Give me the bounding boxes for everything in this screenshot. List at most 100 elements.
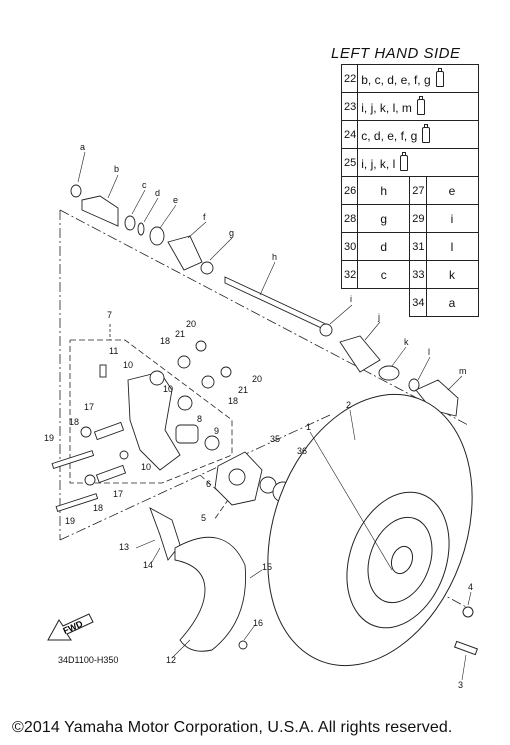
callout-l: l [428,347,430,357]
sequence-cell: b, c, d, e, f, g [357,64,479,93]
row-number: 28 [340,204,359,233]
blank-cell [342,289,358,317]
ring-c [124,215,136,231]
valve-3 [453,640,479,656]
row-number: 29 [409,204,427,233]
callout-18b: 18 [93,503,103,513]
brake-disc-12 [174,536,247,652]
callout-19a: 19 [44,433,54,443]
row-number: 22 [340,64,359,93]
row-number: 23 [340,92,359,121]
callout-17a: 17 [84,402,94,412]
callout-13: 13 [119,542,129,552]
bolt-19b [55,493,99,512]
fwd-label: FWD [61,618,84,636]
callout-a: a [80,142,85,152]
callout-h: h [272,252,277,262]
callout-35: 35 [270,434,280,444]
row-number: 34 [409,288,427,317]
grease-tube-icon [416,95,425,115]
value-cell: d [357,232,411,261]
ring-l [408,378,420,392]
value-cell: e [425,176,479,205]
row-number: 25 [340,148,359,177]
callout-6: 6 [206,479,211,489]
callout-11: 11 [109,346,118,356]
callout-18d: 18 [228,396,238,406]
callout-17b: 17 [113,489,123,499]
collar-17b [95,464,127,484]
blank-cell [358,289,410,317]
callout-10c: 10 [141,462,151,472]
callout-c: c [142,180,147,190]
value-cell: c [357,260,411,289]
callout-10b: 10 [163,384,173,394]
circlip-9 [204,435,220,451]
callout-20b: 20 [252,374,262,384]
grease-tube-icon [435,67,444,87]
copyright: ©2014 Yamaha Motor Corporation, U.S.A. A… [12,719,453,736]
callout-3: 3 [458,680,463,690]
callout-18a: 18 [69,417,79,427]
nut-4 [462,606,474,618]
callout-1: 1 [306,422,311,432]
callout-15: 15 [262,562,272,572]
band-g [200,261,214,275]
callout-5: 5 [201,513,206,523]
callout-b: b [114,164,119,174]
circlip-a [70,184,82,198]
row-number: 24 [340,120,359,149]
callout-36: 36 [297,446,307,456]
callout-d: d [155,188,160,198]
callout-labels: a b c d e f g h i j k l m 1 2 3 4 5 6 7 … [44,142,473,690]
sequence-letters: b, c, d, e, f, g [361,72,431,87]
table-title: LEFT HAND SIDE [331,45,461,62]
sequence-letters: i, j, k, l, m [361,100,412,115]
boot-f [167,235,203,271]
bearing-8 [175,424,199,444]
callout-21b: 21 [238,385,248,395]
value-cell: g [357,204,411,233]
callout-21a: 21 [175,329,185,339]
value-cell: i [425,204,479,233]
band-i [319,323,333,337]
callout-m: m [459,366,467,376]
knuckle-assembly [51,340,232,512]
value-cell: k [425,260,479,289]
value-cell: l [425,232,479,261]
callout-16: 16 [253,618,263,628]
callout-k: k [404,337,409,347]
sequence-cell: i, j, k, l [357,148,479,177]
row-number: 32 [340,260,359,289]
grease-tube-icon [422,123,431,143]
row-number: 31 [409,232,427,261]
callout-19b: 19 [65,516,75,526]
callout-10a: 10 [123,360,133,370]
boot-j [339,335,381,373]
callout-f: f [203,212,206,222]
sequence-letters: c, d, e, f, g [361,128,418,143]
driveshaft-assembly [70,184,459,417]
callout-20a: 20 [186,319,196,329]
wheel-and-tire [267,393,479,667]
callout-4: 4 [468,582,473,592]
row-number: 33 [409,260,427,289]
callout-12: 12 [166,655,176,665]
callout-7: 7 [107,310,112,320]
bolt-19a [51,450,95,469]
row-number: 26 [340,176,359,205]
callout-9: 9 [214,426,219,436]
diagram-code: 34D1100-H350 [58,655,119,665]
collar-17a [93,421,125,441]
callout-j: j [377,312,380,322]
band-k [378,365,400,381]
value-cell: h [357,176,411,205]
guard-13 [149,507,181,561]
fitting-11 [99,364,107,378]
callout-e: e [173,195,178,205]
